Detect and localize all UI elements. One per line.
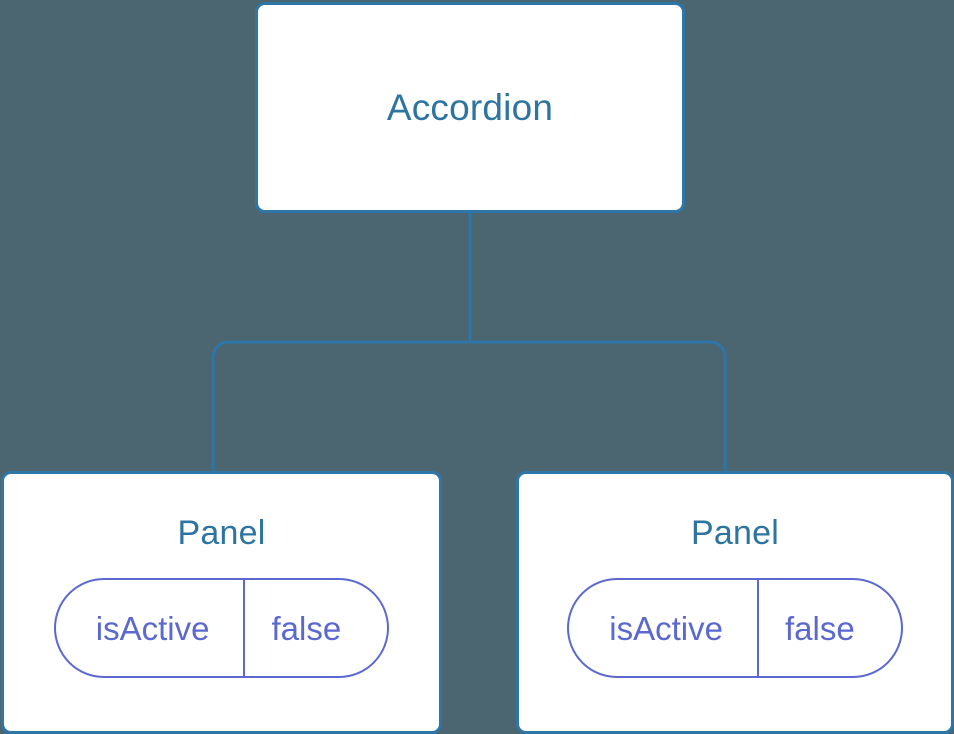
node-accordion-title: Accordion (386, 87, 554, 128)
node-accordion[interactable]: Accordion (255, 2, 685, 213)
node-panel-1-title: Panel (691, 514, 779, 552)
state-value-panel-0: false (243, 580, 387, 676)
state-value-panel-1: false (756, 580, 901, 676)
node-panel-1[interactable]: Panel isActive false (516, 471, 954, 734)
state-pill-panel-0[interactable]: isActive false (53, 578, 390, 678)
node-panel-0-title: Panel (177, 514, 266, 552)
state-key-panel-0: isActive (95, 609, 210, 647)
edge-accordion-to-panels (211, 212, 727, 471)
state-key-panel-1: isActive (609, 609, 723, 647)
state-pill-panel-1[interactable]: isActive false (567, 578, 903, 678)
node-panel-0[interactable]: Panel isActive false (1, 471, 442, 734)
